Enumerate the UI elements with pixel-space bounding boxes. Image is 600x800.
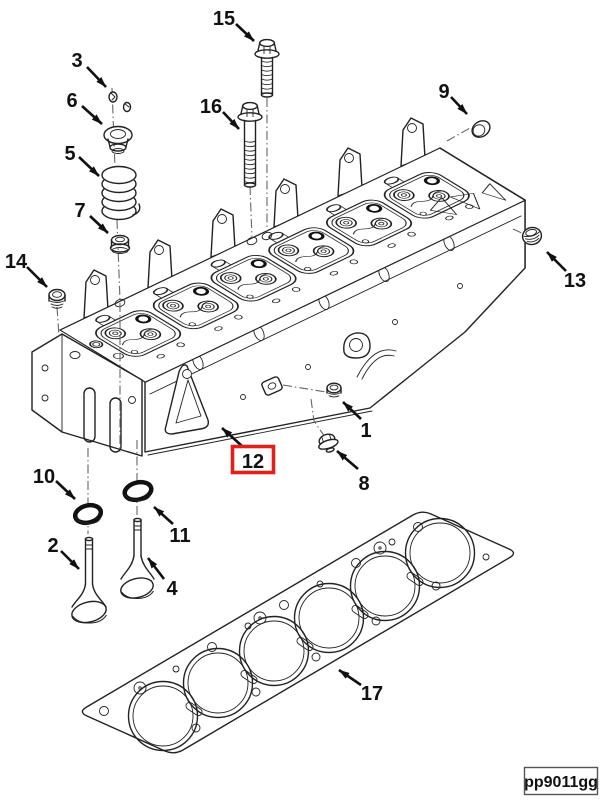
callout-3[interactable]: 3 xyxy=(71,50,82,72)
leader-arrow-1 xyxy=(342,401,362,420)
leader-arrow-2 xyxy=(60,550,80,570)
callout-4[interactable]: 4 xyxy=(166,578,178,600)
callout-13[interactable]: 13 xyxy=(564,270,586,292)
valve-keeper-drawing xyxy=(108,91,132,113)
leader-arrow-9 xyxy=(450,96,468,115)
plug-14-drawing xyxy=(48,288,66,309)
cup-plug-drawing xyxy=(471,120,491,138)
callout-6[interactable]: 6 xyxy=(66,90,77,112)
leader-arrow-7 xyxy=(89,215,109,234)
leader-arrow-17 xyxy=(338,668,362,687)
callout-5[interactable]: 5 xyxy=(64,143,75,165)
valve-stem-seal-drawing xyxy=(109,234,131,254)
head-gasket-drawing xyxy=(81,511,515,754)
callout-7[interactable]: 7 xyxy=(74,200,85,222)
valve-2-drawing xyxy=(71,536,107,624)
leader-arrow-8 xyxy=(336,450,359,470)
callout-17[interactable]: 17 xyxy=(361,683,383,705)
spring-retainer-drawing xyxy=(103,125,133,154)
callout-10[interactable]: 10 xyxy=(33,466,55,488)
seal-ring-11-drawing xyxy=(122,479,154,503)
head-bolt-short-drawing xyxy=(254,38,280,98)
callout-1[interactable]: 1 xyxy=(360,420,371,442)
callout-12[interactable]: 12 xyxy=(242,451,264,473)
threaded-plug-drawing xyxy=(521,226,543,246)
leader-arrow-16 xyxy=(222,111,240,130)
pipe-plug-drawing xyxy=(326,382,342,398)
leader-arrow-15 xyxy=(235,23,255,42)
callout-8[interactable]: 8 xyxy=(358,473,369,495)
leader-arrow-4 xyxy=(146,557,166,580)
leader-arrow-3 xyxy=(86,66,107,88)
callout-9[interactable]: 9 xyxy=(438,81,449,103)
leader-arrow-6 xyxy=(81,105,103,125)
callout-2[interactable]: 2 xyxy=(47,535,58,557)
callout-11[interactable]: 11 xyxy=(169,525,190,547)
callout-15[interactable]: 15 xyxy=(213,8,235,30)
highlighted-part-box xyxy=(230,444,276,475)
valve-4-drawing xyxy=(120,517,155,600)
valve-spring-drawing xyxy=(101,165,141,221)
leader-arrows xyxy=(26,23,567,687)
hex-plug-drawing xyxy=(318,433,339,453)
leader-arrow-13 xyxy=(546,251,567,272)
leader-arrow-5 xyxy=(78,156,100,177)
cylinder-head-drawing xyxy=(31,117,526,457)
callout-16[interactable]: 16 xyxy=(200,96,222,118)
drawing-code-box: pp9011gg xyxy=(523,766,599,796)
leader-arrow-10 xyxy=(55,480,76,500)
callout-labels: 1 2 3 4 5 6 7 8 9 10 11 12 13 14 15 16 1… xyxy=(5,8,586,705)
head-bolt-long-drawing xyxy=(237,101,263,188)
leader-arrow-12 xyxy=(221,427,243,447)
drawing-code-label: pp9011gg xyxy=(524,774,598,791)
leader-arrow-14 xyxy=(26,266,48,288)
callout-14[interactable]: 14 xyxy=(5,251,28,273)
leader-arrow-11 xyxy=(153,506,174,525)
seal-ring-10-drawing xyxy=(72,502,104,526)
